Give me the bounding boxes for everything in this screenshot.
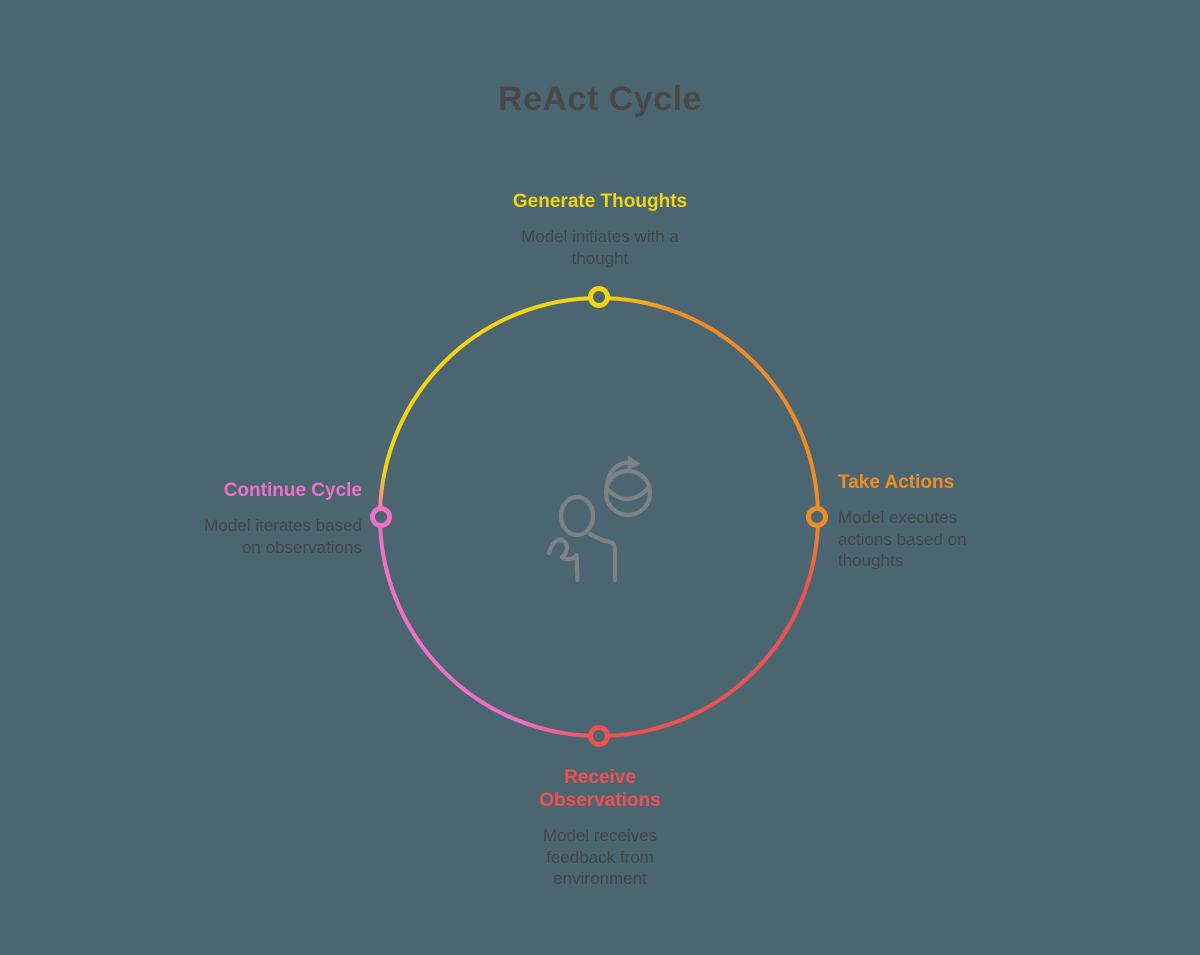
arc-top-right xyxy=(598,296,820,518)
cycle-icon-arrowhead xyxy=(627,455,641,470)
node-rings xyxy=(370,286,828,747)
node-ring-generate-thoughts xyxy=(588,286,610,308)
arc-bottom-left xyxy=(378,516,600,738)
arc-right-bottom xyxy=(598,516,820,738)
cycle-icon-swoosh xyxy=(604,484,652,502)
person-shoulder-left xyxy=(546,537,580,583)
node-label-receive-observations: Receive Observations Model receives feed… xyxy=(440,766,760,890)
person-cycle-icon xyxy=(546,455,653,583)
cycle-icon-circle xyxy=(603,468,653,518)
node-label-generate-thoughts: Generate Thoughts Model initiates with a… xyxy=(440,190,760,269)
node-ring-continue-cycle xyxy=(370,506,392,528)
node-label-take-actions: Take Actions Model executes actions base… xyxy=(838,471,998,572)
node-label-continue-cycle: Continue Cycle Model iterates based on o… xyxy=(132,479,362,558)
node-description-generate-thoughts: Model initiates with a thought xyxy=(521,227,679,268)
node-title-take-actions: Take Actions xyxy=(838,472,955,493)
node-ring-receive-observations xyxy=(588,725,610,747)
cycle-circle xyxy=(378,296,820,738)
person-head xyxy=(558,494,596,538)
node-description-take-actions: Model executes actions based on thoughts xyxy=(838,508,967,570)
node-title-generate-thoughts: Generate Thoughts xyxy=(512,191,688,212)
node-description-receive-observations: Model receives feedback from environment xyxy=(542,826,658,888)
diagram-title: ReAct Cycle xyxy=(498,80,702,118)
node-description-continue-cycle: Model iterates based on observations xyxy=(204,516,362,557)
cycle-icon-arrow-arc xyxy=(604,460,631,488)
node-ring-take-actions xyxy=(806,506,828,528)
node-title-receive-observations: Receive Observations xyxy=(539,767,661,811)
arc-left-top xyxy=(378,296,600,518)
person-shoulder-right xyxy=(587,531,618,583)
node-title-continue-cycle: Continue Cycle xyxy=(223,480,362,501)
